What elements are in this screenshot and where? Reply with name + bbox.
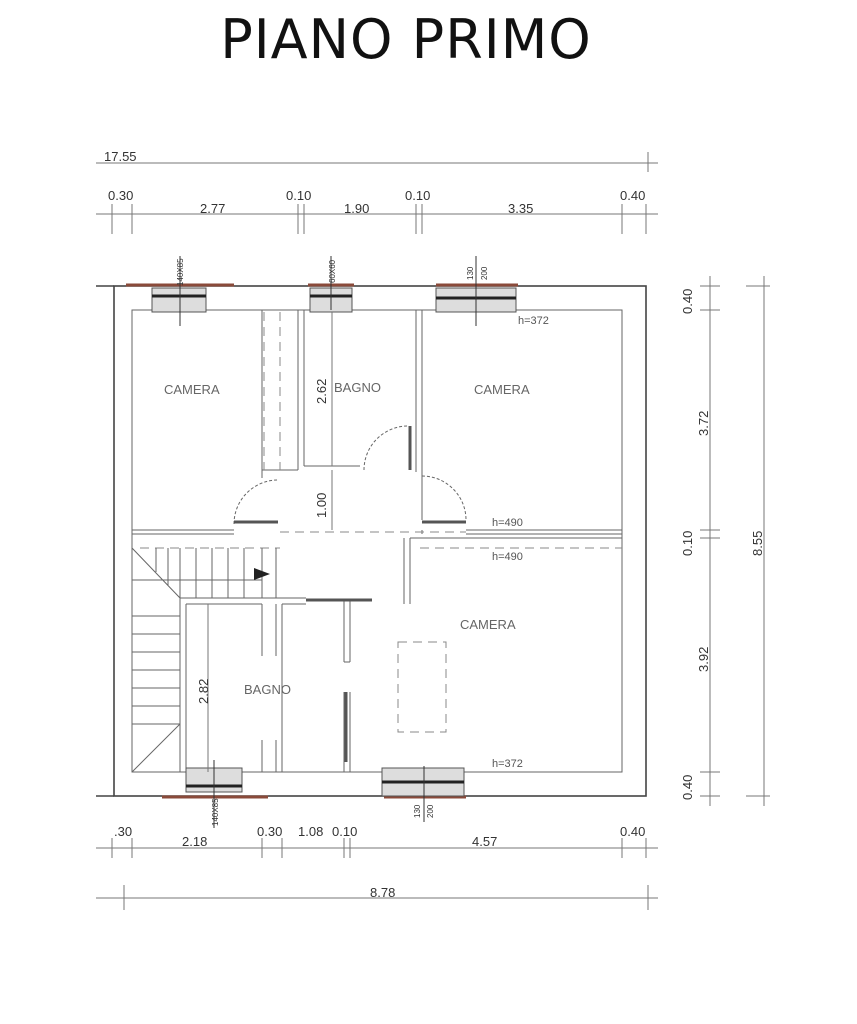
dim-right-1: 0.40 — [680, 289, 695, 314]
dim-top-3: 0.10 — [286, 188, 311, 203]
dim-inner-bagno-bottom: 2.82 — [196, 679, 211, 704]
dim-inner-bagno: 2.62 — [314, 379, 329, 404]
exterior-walls — [96, 285, 647, 797]
height-label-3: h=490 — [492, 551, 523, 563]
room-label-camera-se: CAMERA — [460, 617, 516, 632]
windows — [126, 256, 518, 828]
window-label-5a: 130 — [413, 804, 422, 818]
room-label-bagno-top: BAGNO — [334, 380, 381, 395]
right-dimension-lines — [700, 276, 770, 806]
dim-right-5: 0.40 — [680, 775, 695, 800]
staircase — [131, 547, 277, 773]
top-dimension-lines — [96, 152, 658, 234]
dim-right-3: 0.10 — [680, 531, 695, 556]
window-label-4: 140X85 — [211, 798, 220, 826]
window-label-5b: 200 — [426, 804, 435, 818]
height-label-4: h=372 — [492, 758, 523, 770]
height-label-2: h=490 — [492, 517, 523, 529]
dim-bottom-1: .30 — [114, 824, 132, 839]
dim-bottom-4: 1.08 — [298, 824, 323, 839]
doors — [233, 425, 467, 762]
bottom-dimension-lines — [96, 838, 658, 910]
window-label-3a: 130 — [466, 266, 475, 280]
height-label-1: h=372 — [518, 315, 549, 327]
dim-overall-bottom: 8.78 — [370, 885, 395, 900]
dim-overall-right: 8.55 — [750, 531, 765, 556]
dim-top-1: 0.30 — [108, 188, 133, 203]
dim-right-2: 3.72 — [696, 411, 711, 436]
dim-bottom-6: 4.57 — [472, 834, 497, 849]
stair-direction-arrow-icon — [254, 568, 270, 580]
dim-bottom-2: 2.18 — [182, 834, 207, 849]
dim-top-5: 0.10 — [405, 188, 430, 203]
window-label-1: 140X85 — [176, 258, 185, 286]
dim-top-7: 0.40 — [620, 188, 645, 203]
dim-bottom-3: 0.30 — [257, 824, 282, 839]
room-label-bagno-bottom: BAGNO — [244, 682, 291, 697]
inner-dimension-lines — [207, 312, 333, 772]
window-label-2: 60X60 — [328, 259, 337, 283]
dim-overall-top: 17.55 — [104, 149, 137, 164]
dim-inner-corridor: 1.00 — [314, 493, 329, 518]
dashed-overhead-lines — [140, 312, 622, 733]
window-label-3b: 200 — [480, 266, 489, 280]
dim-top-2: 2.77 — [200, 201, 225, 216]
dim-bottom-5: 0.10 — [332, 824, 357, 839]
room-label-camera-ne: CAMERA — [474, 382, 530, 397]
room-label-camera-nw: CAMERA — [164, 382, 220, 397]
page-title: PIANO PRIMO — [220, 8, 592, 71]
dim-top-4: 1.90 — [344, 201, 369, 216]
dim-top-6: 3.35 — [508, 201, 533, 216]
dim-right-4: 3.92 — [696, 647, 711, 672]
dim-bottom-7: 0.40 — [620, 824, 645, 839]
